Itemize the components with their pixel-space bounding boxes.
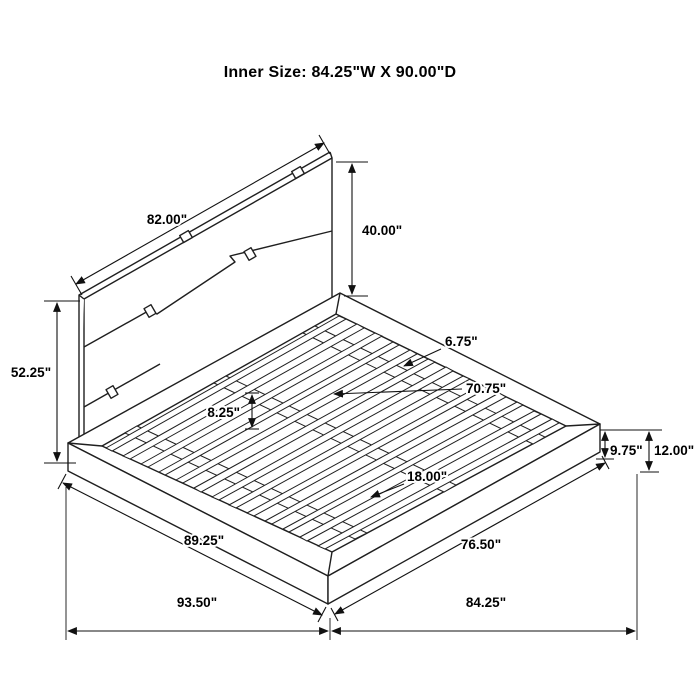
dimension-rail-height: 9.75" (596, 429, 662, 460)
dimension-headboard-width: 82.00" (70, 134, 331, 296)
headboard-edge-thickness (78, 294, 85, 450)
headboard-lower-seam (83, 363, 161, 408)
bed-slats (104, 315, 561, 550)
headboard-seam-cleat (105, 384, 119, 400)
dimension-overall-height: 52.25" (9, 300, 80, 464)
dimension-platform-height: 12.00" (640, 431, 696, 473)
headboard-width-label: 82.00" (147, 212, 187, 227)
overall-height-label: 52.25" (11, 365, 51, 380)
dimension-slat-gap: 8.25" (205, 392, 259, 430)
headboard-height-label: 40.00" (362, 223, 402, 238)
headboard-corner (329, 151, 333, 159)
diagram-title: Inner Size: 84.25"W X 90.00"D (224, 64, 457, 81)
dimension-headboard-height: 40.00" (336, 161, 404, 297)
foot-width-label: 76.50" (461, 537, 501, 552)
overall-depth-label: 93.50" (177, 595, 217, 610)
slat-gap-label: 8.25" (207, 405, 240, 420)
slat-width-label: 6.75" (445, 334, 478, 349)
dimension-slat-span: 70.75" (333, 379, 508, 398)
platform-depth-label: 18.00" (407, 469, 447, 484)
headboard-seam-cleat (143, 303, 157, 319)
overall-width-label: 84.25" (466, 595, 506, 610)
platform-height-label: 12.00" (654, 443, 694, 458)
dimension-side-length: 89.25" (57, 473, 327, 623)
dimension-slat-width: 6.75" (403, 332, 480, 367)
dimension-overall-depth: 93.50" (65, 487, 331, 640)
side-length-label: 89.25" (184, 533, 224, 548)
slat-span-label: 70.75" (466, 381, 506, 396)
rail-height-label: 9.75" (610, 443, 643, 458)
dimension-overall-width: 84.25" (331, 474, 638, 640)
dimension-foot-width: 76.50" (330, 455, 610, 622)
